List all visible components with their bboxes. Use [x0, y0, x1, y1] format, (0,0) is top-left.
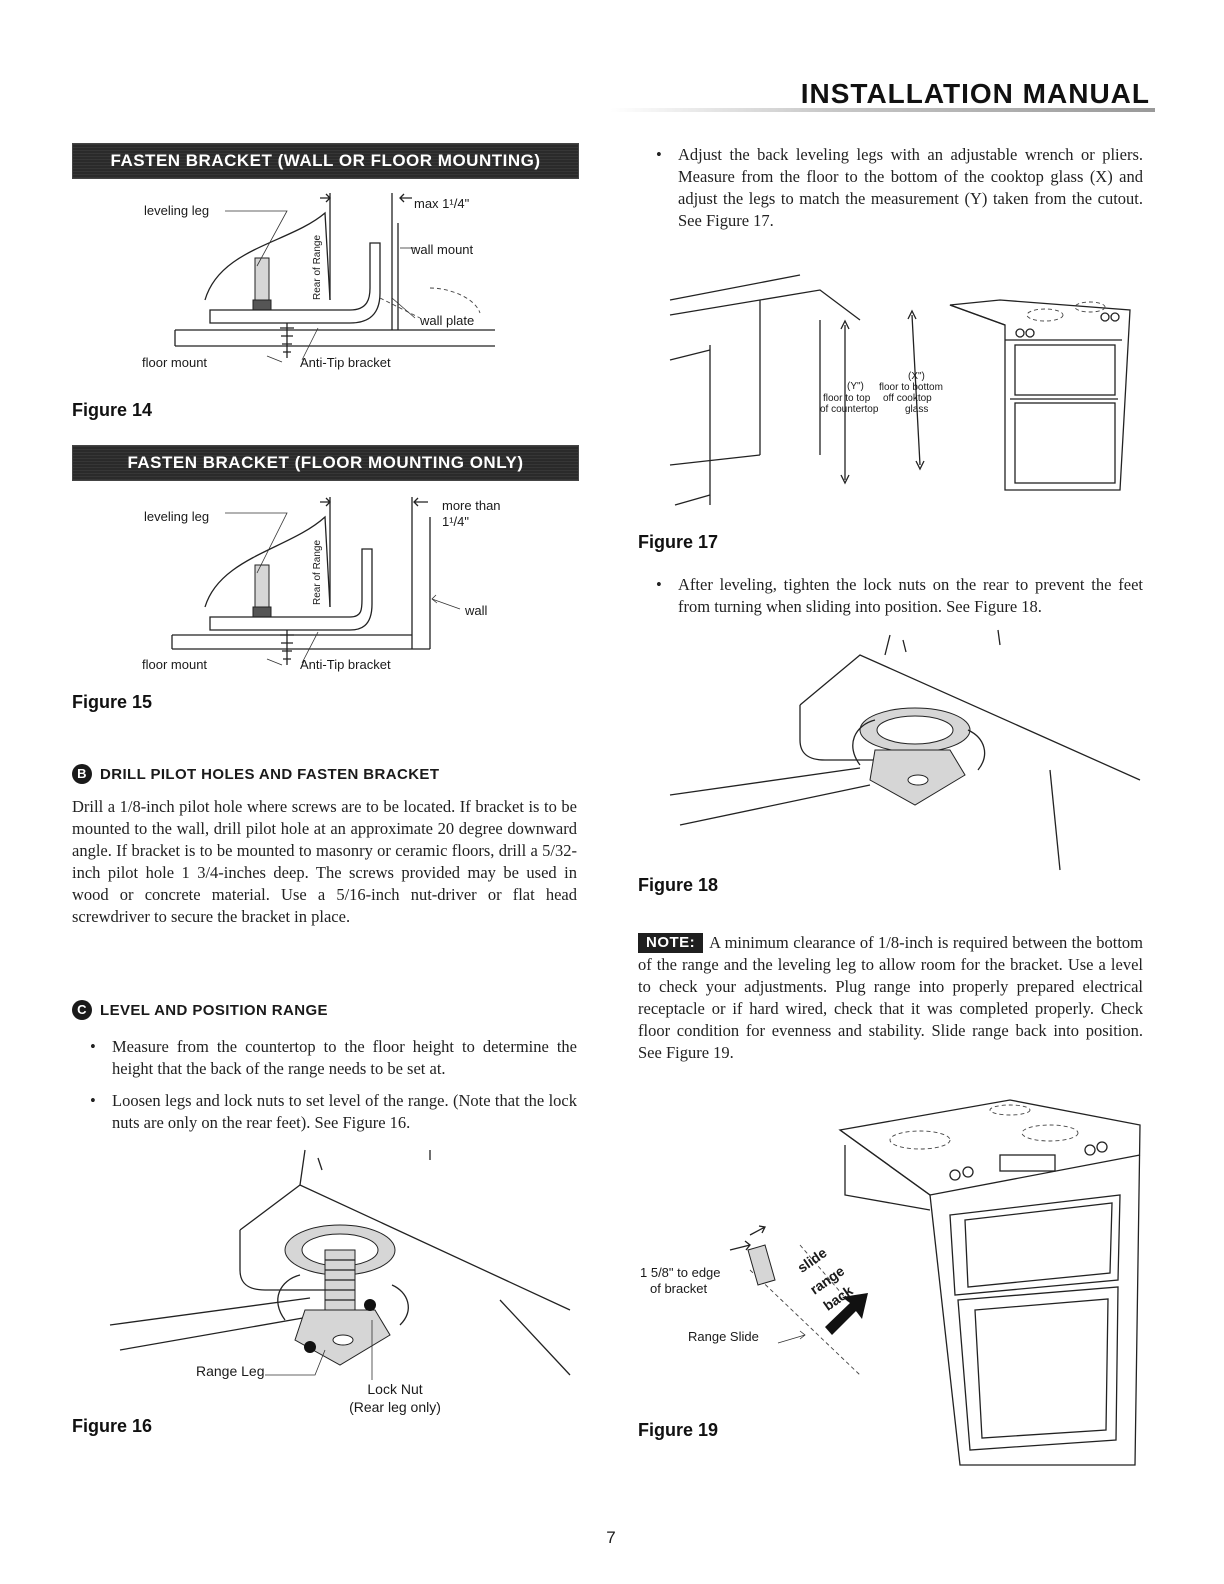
fig17-diagram	[669, 274, 1131, 506]
page-number: 7	[606, 1528, 616, 1547]
fig14-max-label: max 1¹/4"	[414, 196, 470, 211]
fig14-wall-mount-label: wall mount	[411, 242, 474, 257]
fig19-range-slide-label: Range Slide	[688, 1329, 759, 1344]
fig19-caption: Figure 19	[638, 1420, 719, 1440]
title-rule	[610, 108, 1155, 112]
note-paragraph: NOTE:A minimum clearance of 1/8-inch is …	[638, 932, 1143, 1064]
fig15-caption: Figure 15	[72, 692, 153, 712]
fig17-caption: Figure 17	[638, 532, 719, 552]
fig15-more-than-value: 1¹/4"	[442, 514, 470, 529]
right-bullet-list-1: Adjust the back leveling legs with an ad…	[638, 144, 1143, 242]
fig18-caption: Figure 18	[638, 875, 719, 895]
section-b-heading: B DRILL PILOT HOLES AND FASTEN BRACKET	[72, 764, 439, 784]
right-bullet-2: After leveling, tighten the lock nuts on…	[638, 574, 1143, 618]
fig14-diagram	[174, 193, 495, 363]
fig18-diagram	[669, 629, 1141, 871]
page-title: INSTALLATION MANUAL	[800, 78, 1150, 109]
fig14-rear-label: Rear of Range	[312, 234, 323, 300]
fig17-x-desc3: glass	[905, 404, 929, 415]
fig15-wall-label: wall	[465, 603, 488, 618]
right-bullet-1: Adjust the back leveling legs with an ad…	[638, 144, 1143, 232]
fig17-x-desc1: floor to bottom	[879, 382, 943, 393]
fig16-rear-leg-label: (Rear leg only)	[349, 1399, 441, 1415]
section-c-bullet: Loosen legs and lock nuts to set level o…	[72, 1090, 577, 1134]
fig16-lock-nut-label: Lock Nut	[367, 1381, 423, 1397]
fig17-x-label: (X")	[908, 371, 925, 382]
fig14-floor-mount-label: floor mount	[142, 355, 208, 370]
section-c-bullets: Measure from the countertop to the floor…	[72, 1036, 577, 1144]
fig15-anti-tip-label: Anti-Tip bracket	[300, 657, 391, 672]
fig16-caption: Figure 16	[72, 1416, 153, 1436]
section-c-bullet: Measure from the countertop to the floor…	[72, 1036, 577, 1080]
right-bullet-list-2: After leveling, tighten the lock nuts on…	[638, 574, 1143, 628]
fig17-y-label: (Y")	[847, 381, 864, 392]
fig14-anti-tip-label: Anti-Tip bracket	[300, 355, 391, 370]
section-b-title: DRILL PILOT HOLES AND FASTEN BRACKET	[100, 765, 440, 783]
fig14-leveling-leg-label: leveling leg	[144, 203, 210, 218]
fig19-edge-label: 1 5/8" to edge	[640, 1265, 721, 1280]
fig17-y-desc1: floor to top	[823, 393, 871, 404]
fig15-diagram	[171, 497, 461, 666]
fig19-edge-label-2: of bracket	[650, 1281, 708, 1296]
fig15-more-than-label: more than	[442, 498, 501, 513]
fig15-banner: FASTEN BRACKET (FLOOR MOUNTING ONLY)	[72, 445, 579, 481]
fig15-floor-mount-label: floor mount	[142, 657, 208, 672]
note-text: A minimum clearance of 1/8-inch is requi…	[638, 933, 1143, 1062]
fig14-wall-plate-label: wall plate	[420, 313, 475, 328]
fig15-leveling-leg-label: leveling leg	[144, 509, 210, 524]
fig16-range-leg-label: Range Leg	[196, 1363, 265, 1379]
fig14-caption: Figure 14	[72, 400, 153, 420]
note-badge: NOTE:	[638, 933, 704, 953]
section-b-body: Drill a 1/8-inch pilot hole where screws…	[72, 797, 577, 926]
step-b-badge: B	[72, 764, 92, 784]
fig19-diagram	[729, 1099, 1141, 1466]
step-c-badge: C	[72, 1000, 92, 1020]
fig17-x-desc2: off cooktop	[883, 393, 932, 404]
fig15-rear-label: Rear of Range	[312, 539, 323, 605]
section-c-title: LEVEL AND POSITION RANGE	[100, 1001, 328, 1019]
fig16-diagram	[109, 1149, 571, 1380]
fig14-banner: FASTEN BRACKET (WALL OR FLOOR MOUNTING)	[72, 143, 579, 179]
section-c-heading: C LEVEL AND POSITION RANGE	[72, 1000, 328, 1020]
fig17-y-desc2: of countertop	[820, 404, 879, 415]
